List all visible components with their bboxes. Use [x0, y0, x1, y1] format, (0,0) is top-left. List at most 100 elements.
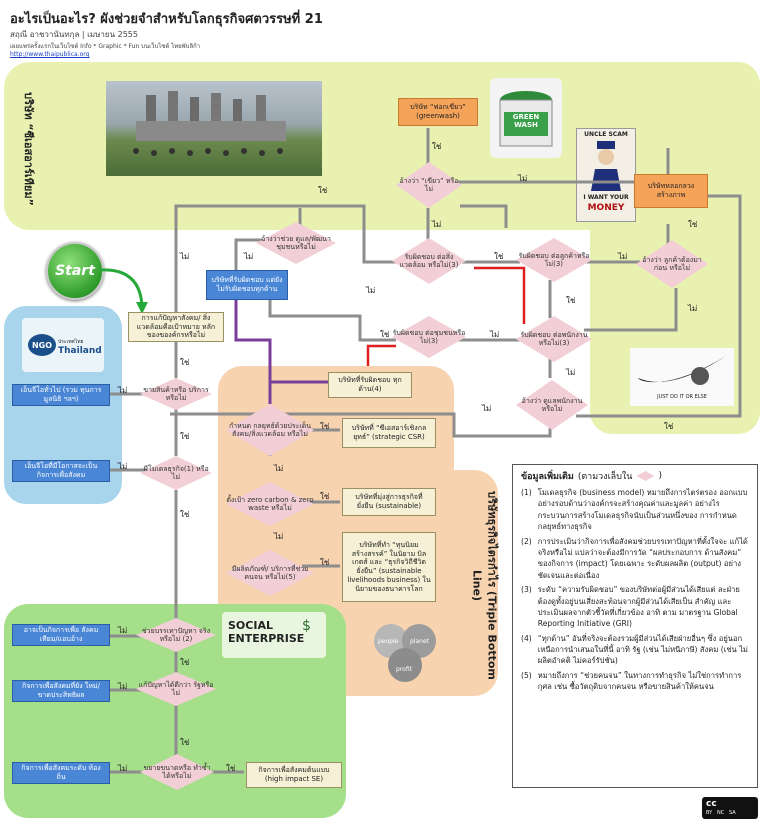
helps-problem-question: ช่วยบรรเทาปัญหา จริงหรือไม่ (2) [136, 618, 216, 652]
notes-hint-end: ) [658, 471, 662, 481]
strategic-csr-box: บริษัทที่ “ซีเอสอาร์เชิงกล ยุทธ์” (strat… [342, 418, 436, 448]
profit-label: profit [396, 666, 412, 673]
green-wash-can: GREEN WASH [490, 78, 562, 158]
no-label: ไม่ [618, 252, 628, 261]
ngo-logo-country: Thailand [58, 346, 102, 356]
yes-label: ใช่ [180, 358, 190, 367]
start-label: Start [55, 263, 95, 279]
no-label: ไม่ [244, 252, 254, 261]
no-label: ไม่ [274, 464, 284, 473]
no-label: ไม่ [118, 462, 128, 471]
greenwash-box: บริษัท “ฟอกเขียว” (greenwash) [398, 98, 478, 126]
pseudo-se-box: อาจเป็นกิจการเพื่อ สังคมเทียม/แอบอ้าง [12, 624, 110, 646]
ngo-logo: NGO ประเทศไทย Thailand [22, 318, 104, 372]
yes-label: ใช่ [180, 432, 190, 441]
profit-circle [388, 648, 422, 682]
potential-se-ngo-box: เอ็นจีโอที่มีโอกาสจะเป็น กิจการเพื่อสังค… [12, 460, 110, 482]
source-link[interactable]: http://www.thaipublica.org [10, 51, 90, 58]
no-label: ไม่ [490, 330, 500, 339]
yes-label: ใช่ [380, 330, 390, 339]
yes-label: ใช่ [566, 296, 576, 305]
yes-label: ใช่ [688, 220, 698, 229]
money-icon: $ [302, 618, 311, 634]
env-responsible-question: รับผิดชอบ ต่อสิ่งแวดล้อม หรือไม่(3) [392, 238, 466, 284]
sell-question: ขายสินค้าหรือ บริการหรือไม่ [140, 378, 212, 410]
note-item: (3)ระดับ “ความรับผิดชอบ” ของบริษัทต่อผู้… [521, 585, 740, 629]
community-responsible-question: รับผิดชอบ ต่อชุมชนหรือไม่(3) [392, 316, 466, 358]
notes-header: ข้อมูลเพิ่มเติม (ตามวงเล็บใน ) [521, 469, 749, 483]
cc-sub-label: BY NC SA [706, 810, 736, 816]
notes-title: ข้อมูลเพิ่มเติม [521, 472, 574, 482]
yes-label: ใช่ [180, 738, 190, 747]
notes-panel: ข้อมูลเพิ่มเติม (ตามวงเล็บใน ) (1)โมเดลธ… [512, 464, 758, 788]
no-label: ไม่ [274, 532, 284, 541]
claim-customer-question: อ้างว่า ลูกค้าต้องมาก่อน หรือไม่ [636, 240, 708, 288]
no-label: ไม่ [518, 174, 528, 183]
local-se-box: กิจการเพื่อสังคมระดับ ท้องถิ่น [12, 762, 110, 784]
uncle-scam-poster: UNCLE SCAM I WANT YOUR MONEY [576, 128, 636, 222]
yes-label: ใช่ [494, 252, 504, 261]
yes-label: ใช่ [432, 142, 442, 151]
claim-employee-question: อ้างว่า ดูแลพนักงาน หรือไม่ [516, 380, 588, 430]
nike-caption: JUST DO IT OR ELSE [657, 394, 707, 400]
people-label: people [378, 638, 399, 645]
yes-label: ใช่ [320, 422, 330, 431]
no-label: ไม่ [688, 304, 698, 313]
tbl-venn-image: people planet profit [372, 620, 442, 684]
strategy-question: กำหนด กลยุทธ์ด้วยประเด็น สังคม/สิ่งแวดล้… [226, 404, 314, 456]
uncle-want-text: I WANT YOUR [583, 194, 629, 201]
better-than-state-question: แก้ปัญหาได้ดีกว่า รัฐหรือไม่ [136, 672, 216, 706]
no-label: ไม่ [366, 286, 376, 295]
claim-green-question: อ้างว่า “เขียว” หรือไม่ [396, 162, 462, 208]
zero-waste-question: ตั้งเป้า zero carbon & zero waste หรือไม… [226, 482, 314, 526]
business-model-question: มีโมเดลธุรกิจ(1) หรือไม่ [140, 456, 212, 490]
partial-responsibility-box: บริษัทที่รับผิดชอบ แต่ยัง ไม่รับผิดชอบทุ… [206, 270, 288, 300]
cc-icon: cc [706, 799, 717, 809]
uncle-money-text: MONEY [587, 203, 625, 213]
page-title: อะไรเป็นอะไร? ผังช่วยจำสำหรับโลกธุรกิจศต… [10, 12, 323, 27]
ngo-logo-thai: ประเทศไทย [58, 339, 84, 345]
no-label: ไม่ [118, 764, 128, 773]
no-label: ไม่ [482, 404, 492, 413]
no-label: ไม่ [118, 626, 128, 635]
social-enterprise-text: SOCIAL ENTERPRISE [228, 619, 305, 645]
no-label: ไม่ [118, 682, 128, 691]
yes-label: ใช่ [320, 558, 330, 567]
livelihood-box: บริษัทที่ทำ “ทุนนิยม สร้างสรรค์” ในนิยาม… [342, 532, 436, 602]
cc-license-badge: cc BY NC SA [702, 797, 758, 819]
uncle-scam-title: UNCLE SCAM [584, 131, 628, 138]
yes-label: ใช่ [226, 764, 236, 773]
no-label: ไม่ [566, 368, 576, 377]
yes-label: ใช่ [180, 510, 190, 519]
green-wash-text: GREEN WASH [512, 113, 540, 129]
note-item: (4)“ทุกด้าน” อันที่จริงจะต้องรวมผู้มีส่ว… [521, 633, 748, 666]
social-enterprise-logo: SOCIAL ENTERPRISE $ [222, 612, 326, 658]
planet-label: planet [410, 638, 429, 645]
note-item: (1)โมเดลธุรกิจ (business model) หมายถึงก… [521, 488, 748, 532]
no-label: ไม่ [432, 220, 442, 229]
nike-parody-image: JUST DO IT OR ELSE [630, 348, 734, 406]
ngo-logo-main: NGO [28, 334, 56, 356]
fully-responsible-box: บริษัทที่รับผิดชอบ ทุกด้าน(4) [328, 372, 412, 398]
general-ngo-box: เอ็นจีโอทั่วไป (รวม ทุนการมูลนิธิ ฯลฯ) [12, 384, 110, 406]
liar-box: บริษัทหลอกลวง สร้างภาพ [634, 174, 708, 208]
scalable-question: ขยายขนาดหรือ ทำซ้ำได้หรือไม่ [140, 754, 214, 790]
notes-hint: (ตามวงเล็บใน [577, 472, 633, 482]
yes-label: ใช่ [318, 186, 328, 195]
author-line: สฤณี อาชวานันทกุล | เมษายน 2555 [10, 30, 138, 39]
published-line: เผยแพร่ครั้งแรกในเว็บไซต์ Info * Graphic… [10, 43, 201, 50]
note-item: (5)หมายถึงการ “ช่วยคนจน” ในทางการทำธุรกิ… [521, 670, 742, 692]
note-item: (2)การประเมินว่ากิจการเพื่อสังคมช่วยบรรเ… [521, 536, 748, 580]
power-plant-photo [106, 81, 322, 176]
high-impact-se-box: กิจการเพื่อสังคมต้นแบบ (high impact SE) [246, 762, 342, 788]
sustainable-box: บริษัทที่มุ่งสู่การธุรกิจที่ ยั่งยืน (su… [342, 488, 436, 516]
diamond-key-icon [636, 471, 655, 481]
core-mission-box: การแก้ปัญหาสังคม/ สิ่งแวดล้อมคือเป้าหมาย… [128, 312, 224, 342]
no-label: ไม่ [180, 252, 190, 261]
yes-label: ใช่ [664, 422, 674, 431]
employee-responsible-question: รับผิดชอบ ต่อพนักงาน หรือไม่(3) [516, 316, 592, 362]
yes-label: ใช่ [320, 492, 330, 501]
yes-label: ใช่ [180, 658, 190, 667]
pro-poor-question: มีผลิตภัณฑ์/ บริการที่ช่วยคนจน หรือไม่(5… [226, 550, 314, 596]
new-se-box: กิจการเพื่อสังคมที่ยัง ใหม่/ขาดประสิทธิผ… [12, 680, 110, 702]
